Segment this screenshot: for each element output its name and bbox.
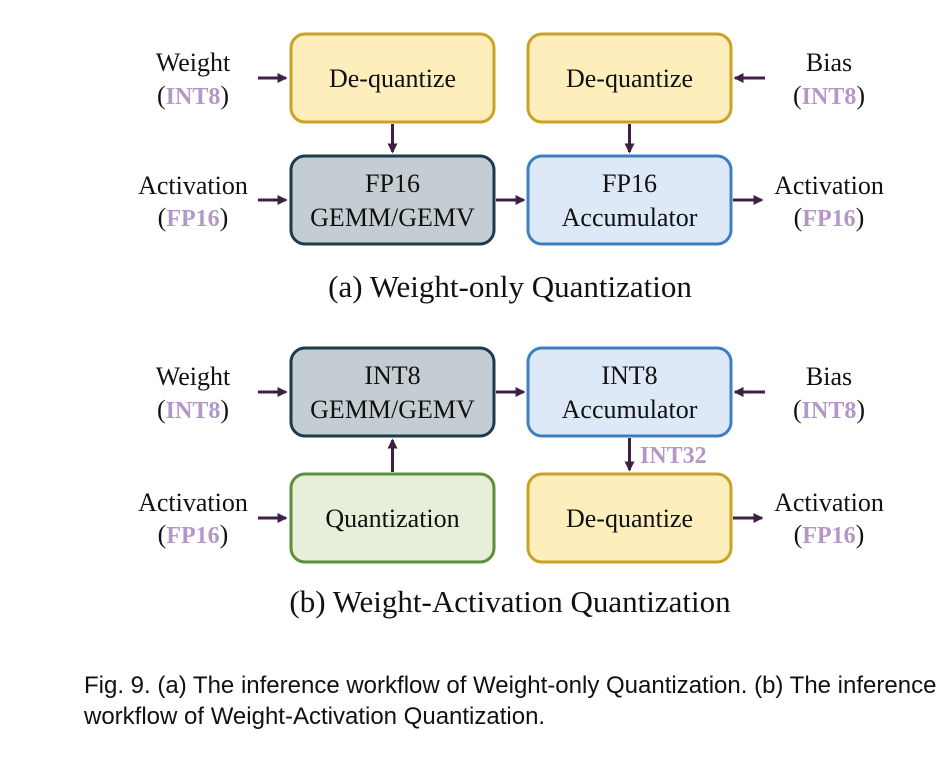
- a-accumulator-box: [526, 154, 733, 246]
- a-bias-dtype: (INT8): [793, 81, 865, 110]
- b-accumulator-line2: Accumulator: [562, 395, 698, 424]
- a-dequantize-bias-box: [526, 32, 733, 124]
- a-weight-label: Weight: [156, 48, 231, 77]
- a-dequantize-bias-label: De-quantize: [566, 64, 693, 93]
- b-weight-dtype: (INT8): [157, 395, 229, 424]
- a-bias-label: Bias: [806, 48, 852, 77]
- b-activation-in-label: Activation: [138, 488, 248, 517]
- b-weight-label: Weight: [156, 362, 231, 391]
- a-activation-out-dtype: (FP16): [794, 203, 865, 232]
- panel-a: De-quantize De-quantize FP16 GEMM/GEMV F…: [138, 32, 884, 304]
- a-gemm-line1: FP16: [365, 169, 420, 198]
- a-activation-out-label: Activation: [774, 171, 884, 200]
- figure-caption: Fig. 9. (a) The inference workflow of We…: [84, 672, 937, 730]
- b-quantization-label: Quantization: [325, 504, 459, 533]
- a-accumulator-line2: Accumulator: [562, 203, 698, 232]
- a-activation-in-dtype: (FP16): [158, 203, 229, 232]
- a-weight-dtype: (INT8): [157, 81, 229, 110]
- a-accumulator-line1: FP16: [602, 169, 657, 198]
- a-dequantize-weight-box: [289, 32, 496, 124]
- b-gemm-line1: INT8: [364, 361, 420, 390]
- b-dequantize-label: De-quantize: [566, 504, 693, 533]
- b-int32-edge-label: INT32: [640, 443, 707, 469]
- b-accumulator-box: [526, 346, 733, 438]
- b-quantization-box: [289, 472, 496, 564]
- b-subcaption: (b) Weight-Activation Quantization: [289, 584, 731, 619]
- b-gemm-box: [289, 346, 496, 438]
- b-activation-out-dtype: (FP16): [794, 520, 865, 549]
- workflow-diagram: De-quantize De-quantize FP16 GEMM/GEMV F…: [138, 32, 884, 619]
- b-bias-label: Bias: [806, 362, 852, 391]
- a-dequantize-weight-label: De-quantize: [329, 64, 456, 93]
- b-activation-in-dtype: (FP16): [158, 520, 229, 549]
- b-gemm-line2: GEMM/GEMV: [310, 395, 475, 424]
- a-activation-in-label: Activation: [138, 171, 248, 200]
- panel-b: INT8 GEMM/GEMV INT8 Accumulator Quantiza…: [138, 346, 884, 619]
- a-subcaption: (a) Weight-only Quantization: [328, 269, 692, 304]
- b-accumulator-line1: INT8: [601, 361, 657, 390]
- b-dequantize-box: [526, 472, 733, 564]
- a-gemm-box: [289, 154, 496, 246]
- b-bias-dtype: (INT8): [793, 395, 865, 424]
- b-activation-out-label: Activation: [774, 488, 884, 517]
- a-gemm-line2: GEMM/GEMV: [310, 203, 475, 232]
